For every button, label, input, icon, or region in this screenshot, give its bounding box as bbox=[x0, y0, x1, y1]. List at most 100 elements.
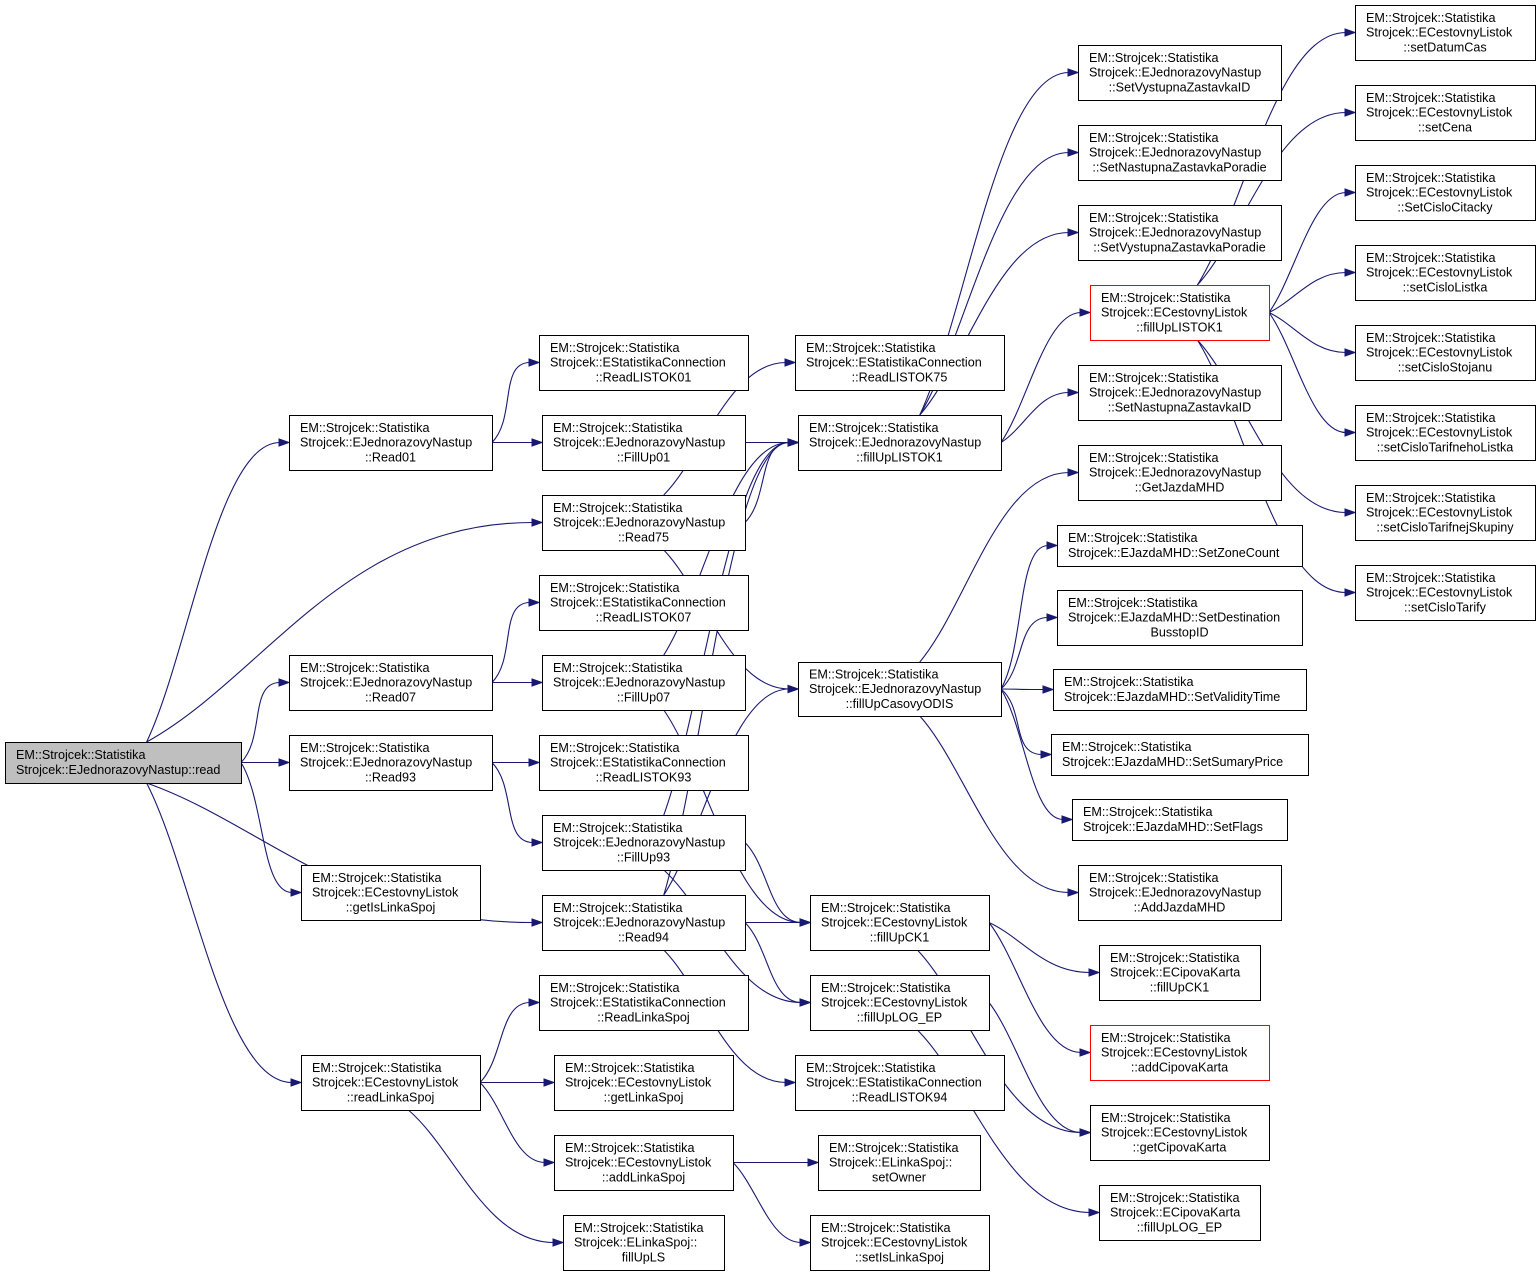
node-read-listok75[interactable]: EM::Strojcek::StatistikaStrojcek::EStati… bbox=[795, 335, 1005, 391]
node-label-line: Strojcek::EJednorazovyNastup bbox=[553, 516, 725, 530]
node-set-cislo-listka[interactable]: EM::Strojcek::StatistikaStrojcek::ECesto… bbox=[1355, 245, 1536, 301]
node-fill-up01[interactable]: EM::Strojcek::StatistikaStrojcek::EJedno… bbox=[542, 415, 746, 471]
node-label-line: EM::Strojcek::Statistika bbox=[553, 661, 682, 675]
node-box bbox=[1355, 325, 1536, 381]
node-fill-up-ck1[interactable]: EM::Strojcek::StatistikaStrojcek::ECesto… bbox=[810, 895, 990, 951]
node-label-line: Strojcek::EJednorazovyNastup bbox=[809, 436, 981, 450]
node-label-line: ::SetVystupnaZastavkaPoradie bbox=[1093, 240, 1265, 254]
node-read-listok93[interactable]: EM::Strojcek::StatistikaStrojcek::EStati… bbox=[539, 735, 749, 791]
node-label-line: EM::Strojcek::Statistika bbox=[574, 1221, 703, 1235]
node-set-zone-count[interactable]: EM::Strojcek::StatistikaStrojcek::EJazda… bbox=[1057, 525, 1303, 567]
edge-read75-to-read-listok75 bbox=[663, 358, 797, 496]
node-label-line: Strojcek::ELinkaSpoj:: bbox=[574, 1236, 697, 1250]
node-box bbox=[1057, 525, 1303, 567]
node-label-line: ::Read93 bbox=[365, 770, 416, 784]
edge-read-to-read07 bbox=[240, 678, 291, 763]
arrowhead-icon bbox=[1067, 888, 1080, 897]
node-label-line: ::ReadLISTOK94 bbox=[852, 1090, 948, 1104]
node-add-cipova-karta[interactable]: EM::Strojcek::StatistikaStrojcek::ECesto… bbox=[1090, 1025, 1270, 1081]
node-fill-up07[interactable]: EM::Strojcek::StatistikaStrojcek::EJedno… bbox=[542, 655, 746, 711]
node-box bbox=[1355, 565, 1536, 621]
node-read94[interactable]: EM::Strojcek::StatistikaStrojcek::EJedno… bbox=[542, 895, 746, 951]
node-set-owner[interactable]: EM::Strojcek::StatistikaStrojcek::ELinka… bbox=[818, 1135, 981, 1191]
node-read-linka-spoj[interactable]: EM::Strojcek::StatistikaStrojcek::ECesto… bbox=[301, 1055, 481, 1111]
node-box bbox=[289, 655, 493, 711]
node-label-line: ::ReadLinkaSpoj bbox=[597, 1010, 689, 1024]
node-label-line: Strojcek::EJednorazovyNastup bbox=[553, 436, 725, 450]
node-box bbox=[810, 1215, 990, 1271]
node-box bbox=[798, 662, 1002, 717]
node-set-datum-cas[interactable]: EM::Strojcek::StatistikaStrojcek::ECesto… bbox=[1355, 5, 1536, 61]
edge-layer bbox=[146, 28, 1357, 1247]
node-layer: EM::Strojcek::StatistikaStrojcek::EJedno… bbox=[5, 5, 1536, 1271]
node-label-line: fillUpLS bbox=[622, 1250, 665, 1264]
node-set-cislo-tarifnej-skupiny[interactable]: EM::Strojcek::StatistikaStrojcek::ECesto… bbox=[1355, 485, 1536, 541]
node-box bbox=[539, 975, 749, 1031]
node-set-is-linka-spoj[interactable]: EM::Strojcek::StatistikaStrojcek::ECesto… bbox=[810, 1215, 990, 1271]
node-set-nastupna-zastavka-poradie[interactable]: EM::Strojcek::StatistikaStrojcek::EJedno… bbox=[1078, 125, 1282, 181]
node-fill-up-listok1-ec[interactable]: EM::Strojcek::StatistikaStrojcek::ECesto… bbox=[1090, 285, 1270, 341]
node-box bbox=[1099, 945, 1261, 1001]
node-label-line: EM::Strojcek::Statistika bbox=[565, 1061, 694, 1075]
node-set-validity-time[interactable]: EM::Strojcek::StatistikaStrojcek::EJazda… bbox=[1053, 669, 1307, 711]
node-read-listok01[interactable]: EM::Strojcek::StatistikaStrojcek::EStati… bbox=[539, 335, 749, 391]
node-set-cislo-stojanu[interactable]: EM::Strojcek::StatistikaStrojcek::ECesto… bbox=[1355, 325, 1536, 381]
arrowhead-icon bbox=[799, 918, 812, 927]
node-box bbox=[539, 735, 749, 791]
node-set-vystupna-zastavka-id[interactable]: EM::Strojcek::StatistikaStrojcek::EJedno… bbox=[1078, 45, 1282, 101]
node-read[interactable]: EM::Strojcek::StatistikaStrojcek::EJedno… bbox=[5, 742, 242, 784]
arrowhead-icon bbox=[528, 998, 541, 1007]
node-read75[interactable]: EM::Strojcek::StatistikaStrojcek::EJedno… bbox=[542, 495, 746, 551]
node-get-is-linka-spoj[interactable]: EM::Strojcek::StatistikaStrojcek::ECesto… bbox=[301, 865, 481, 921]
node-set-nastupna-zastavka-id[interactable]: EM::Strojcek::StatistikaStrojcek::EJedno… bbox=[1078, 365, 1282, 421]
node-box bbox=[554, 1055, 734, 1111]
edge-fill-up-casovy-odis-to-set-destination-busstop-id bbox=[1000, 613, 1059, 690]
node-read-listok07[interactable]: EM::Strojcek::StatistikaStrojcek::EStati… bbox=[539, 575, 749, 631]
node-get-cipova-karta[interactable]: EM::Strojcek::StatistikaStrojcek::ECesto… bbox=[1090, 1105, 1270, 1161]
node-ck-fill-up-ck1[interactable]: EM::Strojcek::StatistikaStrojcek::ECipov… bbox=[1099, 945, 1261, 1001]
node-fill-up-listok1-ej[interactable]: EM::Strojcek::StatistikaStrojcek::EJedno… bbox=[798, 415, 1002, 471]
node-set-sumary-price[interactable]: EM::Strojcek::StatistikaStrojcek::EJazda… bbox=[1051, 734, 1309, 776]
node-label-line: ::fillUpLOG_EP bbox=[857, 1010, 942, 1024]
node-set-cislo-tarify[interactable]: EM::Strojcek::StatistikaStrojcek::ECesto… bbox=[1355, 565, 1536, 621]
node-label-line: Strojcek::ECestovnyListok bbox=[1366, 186, 1513, 200]
node-fill-up-ls[interactable]: EM::Strojcek::StatistikaStrojcek::ELinka… bbox=[563, 1215, 725, 1271]
node-label-line: ::setDatumCas bbox=[1403, 40, 1486, 54]
node-box bbox=[1090, 285, 1270, 341]
node-ck-fill-up-log-ep[interactable]: EM::Strojcek::StatistikaStrojcek::ECipov… bbox=[1099, 1185, 1261, 1241]
node-set-flags[interactable]: EM::Strojcek::StatistikaStrojcek::EJazda… bbox=[1072, 799, 1288, 841]
node-add-jazda-mhd[interactable]: EM::Strojcek::StatistikaStrojcek::EJedno… bbox=[1078, 865, 1282, 921]
node-read-linka-spoj-conn[interactable]: EM::Strojcek::StatistikaStrojcek::EStati… bbox=[539, 975, 749, 1031]
node-add-linka-spoj[interactable]: EM::Strojcek::StatistikaStrojcek::ECesto… bbox=[554, 1135, 734, 1191]
node-box bbox=[542, 895, 746, 951]
node-set-cislo-tarifneho-listka[interactable]: EM::Strojcek::StatistikaStrojcek::ECesto… bbox=[1355, 405, 1536, 461]
node-set-vystupna-zastavka-poradie[interactable]: EM::Strojcek::StatistikaStrojcek::EJedno… bbox=[1078, 205, 1282, 261]
node-label-line: Strojcek::ECestovnyListok bbox=[1366, 506, 1513, 520]
node-read93[interactable]: EM::Strojcek::StatistikaStrojcek::EJedno… bbox=[289, 735, 493, 791]
node-label-line: EM::Strojcek::Statistika bbox=[1062, 740, 1191, 754]
node-read07[interactable]: EM::Strojcek::StatistikaStrojcek::EJedno… bbox=[289, 655, 493, 711]
node-fill-up-log-ep[interactable]: EM::Strojcek::StatistikaStrojcek::ECesto… bbox=[810, 975, 990, 1031]
node-label-line: Strojcek::EJednorazovyNastup bbox=[1089, 226, 1261, 240]
node-label-line: EM::Strojcek::Statistika bbox=[1366, 171, 1495, 185]
node-set-cena[interactable]: EM::Strojcek::StatistikaStrojcek::ECesto… bbox=[1355, 85, 1536, 141]
node-box bbox=[1078, 365, 1282, 421]
node-label-line: ::SetNastupnaZastavkaID bbox=[1108, 400, 1252, 414]
node-box bbox=[1099, 1185, 1261, 1241]
node-set-destination-busstop-id[interactable]: EM::Strojcek::StatistikaStrojcek::EJazda… bbox=[1057, 590, 1303, 646]
node-read01[interactable]: EM::Strojcek::StatistikaStrojcek::EJedno… bbox=[289, 415, 493, 471]
node-label-line: ::GetJazdaMHD bbox=[1135, 480, 1225, 494]
node-get-jazda-mhd[interactable]: EM::Strojcek::StatistikaStrojcek::EJedno… bbox=[1078, 445, 1282, 501]
node-fill-up-casovy-odis[interactable]: EM::Strojcek::StatistikaStrojcek::EJedno… bbox=[798, 662, 1002, 717]
edge-add-linka-spoj-to-set-is-linka-spoj bbox=[732, 1162, 812, 1247]
node-box bbox=[539, 335, 749, 391]
node-label-line: ::setCisloStojanu bbox=[1398, 360, 1493, 374]
arrowhead-icon bbox=[278, 758, 291, 767]
node-read-listok94[interactable]: EM::Strojcek::StatistikaStrojcek::EStati… bbox=[795, 1055, 1005, 1111]
node-set-cislo-citacky[interactable]: EM::Strojcek::StatistikaStrojcek::ECesto… bbox=[1355, 165, 1536, 221]
node-fill-up93[interactable]: EM::Strojcek::StatistikaStrojcek::EJedno… bbox=[542, 815, 746, 871]
node-get-linka-spoj[interactable]: EM::Strojcek::StatistikaStrojcek::ECesto… bbox=[554, 1055, 734, 1111]
node-label-line: EM::Strojcek::Statistika bbox=[1110, 1191, 1239, 1205]
node-box bbox=[301, 1055, 481, 1111]
